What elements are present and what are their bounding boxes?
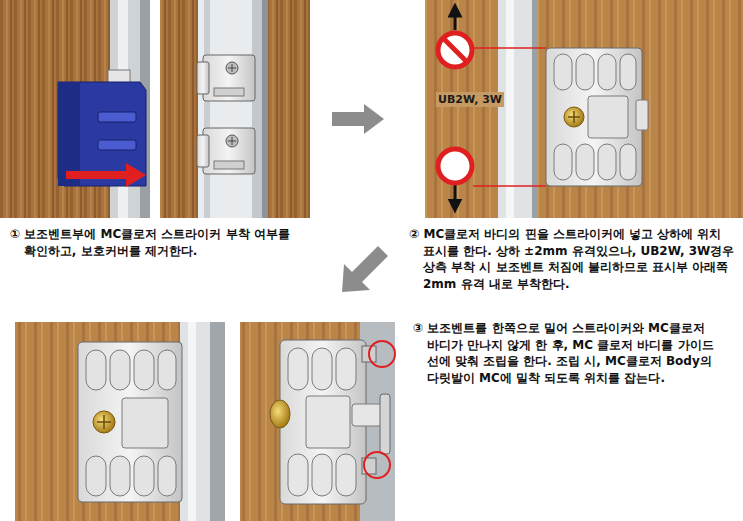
illustration-part-part <box>336 454 356 496</box>
panel-cover-photo-part <box>98 112 136 122</box>
panel-marking-photo <box>425 0 743 218</box>
step-arrow <box>342 246 388 292</box>
illustration-part-part <box>598 144 616 180</box>
illustration-part-part <box>122 398 168 448</box>
illustration-part-part <box>598 54 616 90</box>
illustration-part-part <box>110 456 130 496</box>
panel-cover-photo <box>0 0 150 218</box>
panel-cover-photo-part <box>0 0 150 218</box>
illustration-part-part <box>158 350 176 390</box>
illustration-part-part <box>134 350 154 390</box>
panel-marking-photo-part <box>568 111 580 123</box>
illustration-part-part <box>312 454 332 496</box>
illustration-part-part <box>312 348 332 390</box>
panel-marking-photo-part <box>438 33 472 67</box>
illustration-part-part <box>197 135 209 167</box>
illustration-part-part <box>576 54 594 90</box>
panel-cover-photo-part <box>66 171 128 179</box>
illustration-part-part <box>306 396 350 448</box>
model-label: UB2W, 3W <box>436 92 504 107</box>
illustration-part <box>197 55 255 174</box>
panel-marking-photo-part <box>438 149 472 183</box>
panel-cover-photo-part <box>98 140 136 150</box>
panel-striker-photo-part <box>204 0 210 218</box>
panel-striker-photo-part <box>160 0 310 218</box>
panel-assembly-photo-part <box>188 322 196 521</box>
illustration-part-part <box>336 348 356 390</box>
illustration-part-part <box>546 48 642 186</box>
illustration-part-part <box>134 456 154 496</box>
illustration-part-part <box>636 100 648 130</box>
illustration-part <box>554 54 648 180</box>
panel-assembly-detail-photo <box>240 322 395 521</box>
illustration-part-part <box>203 128 255 174</box>
panel-assembly-photo-part <box>97 415 111 429</box>
illustration-part-part <box>110 350 130 390</box>
illustration-part <box>86 350 176 496</box>
panel-assembly-detail-photo-part <box>240 322 395 521</box>
panel-marking-photo-part <box>454 10 457 30</box>
panel-marking-photo-part <box>473 47 546 49</box>
panel-assembly-photo-part <box>93 411 115 433</box>
illustration-part-part <box>554 54 572 90</box>
panel-striker-photo-part <box>228 64 236 145</box>
panel-cover-photo-part <box>58 82 146 186</box>
illustration-part <box>288 348 386 496</box>
panel-assembly-photo-part <box>78 342 182 502</box>
illustration-part <box>546 48 642 186</box>
illustration-part-part <box>197 62 209 94</box>
panel-striker-photo-part <box>214 161 244 169</box>
panel-striker-photo-part <box>198 0 264 218</box>
illustration-part-part <box>158 456 176 496</box>
step-instruction: ③ 보조벤트를 한쪽으로 밀어 스트라이커와 MC클로저 바디가 만나지 않게 … <box>413 320 727 386</box>
illustration-part-part <box>554 144 572 180</box>
panel-assembly-detail-photo-part <box>369 341 395 367</box>
illustration-part <box>226 62 238 147</box>
panel-striker-photo-part <box>252 0 262 218</box>
panel-cover-photo-part <box>126 163 146 187</box>
illustration-part-part <box>620 144 636 180</box>
panel-marking-photo-part <box>564 107 584 127</box>
panel-striker-photo-part <box>214 88 244 96</box>
panel-assembly-photo-part <box>210 322 225 521</box>
panel-assembly-photo <box>15 322 225 521</box>
illustration-part-part <box>86 456 106 496</box>
panel-assembly-photo-part <box>15 322 225 521</box>
illustration-part-part <box>588 96 628 138</box>
panel-assembly-detail-photo-part <box>364 452 390 478</box>
panel-assembly-detail-photo-part <box>270 400 290 428</box>
panel-marking-photo-part <box>473 185 546 187</box>
illustration-part-part <box>86 350 106 390</box>
panel-assembly-photo-part <box>180 322 210 521</box>
illustration-part-part <box>288 454 308 496</box>
illustration-part-part <box>288 348 308 390</box>
illustration-part-part <box>620 54 636 90</box>
illustration-part-part <box>576 144 594 180</box>
panel-marking-photo-part <box>454 185 457 206</box>
step-instruction: ① 보조벤트부에 MC클로저 스트라이커 부착 여부를 확인하고, 보호커버를 … <box>10 226 324 259</box>
step-instruction: ② MC클로저 바디의 핀을 스트라이커에 넣고 상하에 위치 표시를 한다. … <box>409 226 738 292</box>
panel-assembly-detail-photo-part <box>380 394 390 454</box>
panel-cover-photo-part <box>58 82 80 186</box>
panel-marking-photo-part <box>425 0 743 218</box>
step-arrow <box>332 104 384 134</box>
panel-striker-photo-part <box>262 0 268 218</box>
panel-striker-photo <box>160 0 310 218</box>
illustration-part-part <box>203 55 255 101</box>
panel-marking-photo-part <box>443 38 467 62</box>
